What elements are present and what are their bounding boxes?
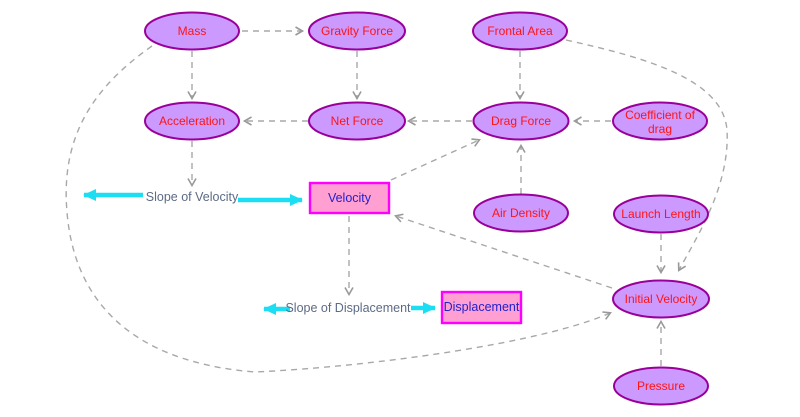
flows: Slope of Velocity Slope of Displacement (83, 189, 436, 315)
stock-displacement-label: Displacement (444, 300, 520, 314)
node-pressure-label: Pressure (637, 379, 685, 393)
node-air-density-shape[interactable] (473, 193, 569, 233)
slope-of-velocity-label: Slope of Velocity (146, 190, 239, 204)
node-initial-velocity[interactable]: Initial Velocity (612, 279, 710, 319)
node-mass-shape[interactable] (144, 11, 240, 51)
node-launch-length-shape[interactable] (613, 194, 709, 234)
node-launch-length[interactable]: Launch Length (613, 194, 709, 234)
node-drag-force-shape[interactable] (472, 101, 570, 141)
node-frontal-area-shape[interactable] (472, 11, 568, 51)
node-air-density-label: Air Density (492, 206, 550, 220)
slope-of-displacement-label: Slope of Displacement (285, 301, 411, 315)
node-drag-force[interactable]: Drag Force (472, 101, 570, 141)
edge-frontal-area-initial-velocity-curve (565, 39, 728, 272)
node-pressure-shape[interactable] (613, 366, 709, 406)
stock-velocity-label: Velocity (328, 191, 372, 205)
node-frontal-area-label: Frontal Area (487, 24, 553, 38)
node-mass[interactable]: Mass (144, 11, 240, 51)
node-frontal-area[interactable]: Frontal Area (472, 11, 568, 51)
node-net-force-shape[interactable] (308, 101, 406, 141)
edge-velocity-drag-force (390, 138, 481, 181)
node-coefficient-of-drag-label-line1: Coefficient of (625, 108, 695, 122)
edge-mass-initial-velocity-curve (65, 45, 612, 373)
stock-displacement-shape[interactable] (440, 290, 523, 325)
stock-velocity-shape[interactable] (308, 181, 391, 215)
node-pressure[interactable]: Pressure (613, 366, 709, 406)
node-initial-velocity-shape[interactable] (612, 279, 710, 319)
node-gravity-force-label: Gravity Force (321, 24, 393, 38)
node-gravity-force[interactable]: Gravity Force (308, 11, 406, 51)
node-launch-length-label: Launch Length (621, 207, 700, 221)
node-coefficient-of-drag-shape[interactable] (612, 101, 708, 141)
node-drag-force-label: Drag Force (491, 114, 551, 128)
node-initial-velocity-label: Initial Velocity (625, 292, 698, 306)
node-net-force[interactable]: Net Force (308, 101, 406, 141)
node-coefficient-of-drag-label-line2: drag (648, 122, 672, 136)
node-mass-label: Mass (178, 24, 207, 38)
edge-initial-velocity-velocity (393, 213, 613, 289)
edges (65, 26, 728, 373)
node-gravity-force-shape[interactable] (308, 11, 406, 51)
node-air-density[interactable]: Air Density (473, 193, 569, 233)
node-net-force-label: Net Force (331, 114, 384, 128)
node-acceleration[interactable]: Acceleration (144, 101, 240, 141)
stock-velocity[interactable]: Velocity (308, 181, 391, 215)
node-acceleration-shape[interactable] (144, 101, 240, 141)
node-coefficient-of-drag[interactable]: Coefficient of drag (612, 101, 708, 141)
stock-displacement[interactable]: Displacement (440, 290, 523, 325)
node-acceleration-label: Acceleration (159, 114, 225, 128)
